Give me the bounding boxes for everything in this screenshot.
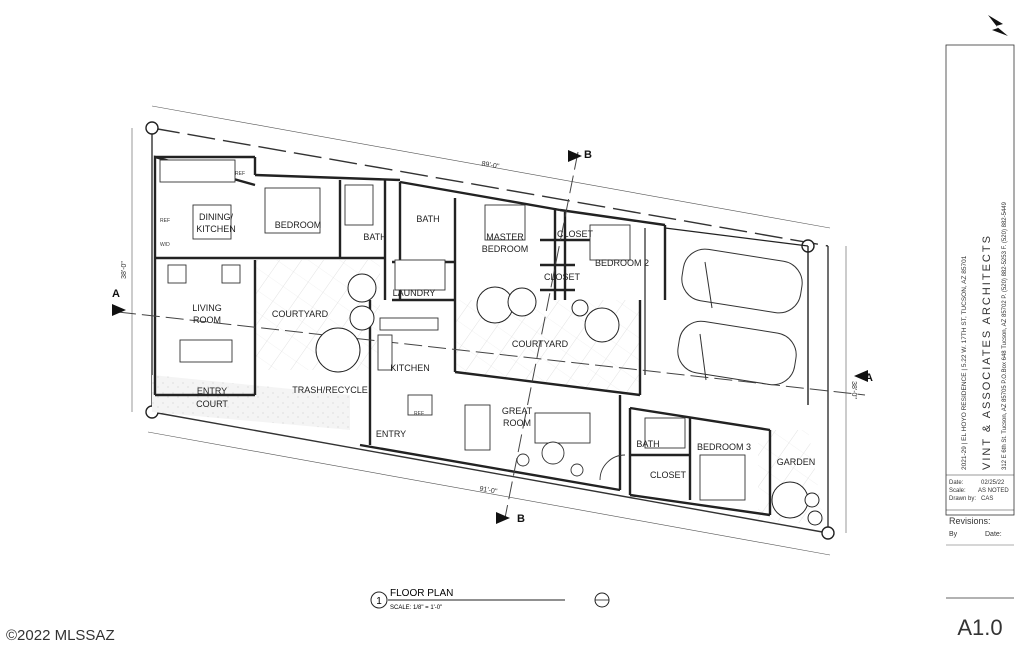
fixture-ref-3: REF [414, 411, 424, 417]
section-a-right: A [865, 372, 873, 384]
title-block-project: 2021-29 | EL HOYO RESIDENCE | 5.22 W. 17… [961, 255, 968, 470]
revisions-by-label: By [949, 531, 958, 538]
drawn-by-value: CAS [981, 496, 993, 502]
room-living-line2: ROOM [193, 315, 221, 325]
room-bath-north: BATH [416, 214, 439, 224]
room-kitchen: KITCHEN [390, 363, 430, 373]
room-closet-south: CLOSET [650, 470, 687, 480]
room-closet-a: CLOSET [557, 229, 594, 239]
room-entry-court-line1: ENTRY [197, 386, 227, 396]
room-entry: ENTRY [376, 429, 406, 439]
room-labels: DINING/ KITCHEN BEDROOM BATH BATH MASTER… [192, 212, 815, 480]
dimension-right: 38'-0" [850, 381, 857, 399]
room-dining-kitchen-line1: DINING/ [199, 212, 234, 222]
fixture-wd: W/D [160, 242, 170, 248]
section-b-bottom: B [517, 513, 525, 525]
room-courtyard-east: COURTYARD [512, 339, 569, 349]
scale-value: AS NOTED [978, 488, 1009, 494]
cars [677, 248, 803, 386]
room-bath-west: BATH [363, 232, 386, 242]
section-b-top: B [584, 149, 592, 161]
room-bedroom3: BEDROOM 3 [697, 442, 751, 452]
property-line [151, 127, 829, 534]
drawing-title-text: FLOOR PLAN [390, 588, 453, 599]
title-block-address: 312 E 6th St. Tucson, AZ 85705 P.O.Box 6… [1002, 201, 1008, 470]
room-master-line1: MASTER [486, 232, 524, 242]
room-great-line2: ROOM [503, 418, 531, 428]
fixture-ref-2: REF [160, 218, 170, 224]
revisions-label: Revisions: [949, 516, 991, 526]
room-trash-recycle: TRASH/RECYCLE [292, 385, 368, 395]
drawn-by-label: Drawn by: [949, 496, 976, 502]
dimension-bottom: 91'-0" [479, 486, 498, 496]
fixture-ref-1: REF [235, 171, 245, 177]
drawing-title: 1 FLOOR PLAN SCALE: 1/8" = 1'-0" [370, 588, 610, 611]
room-great-line1: GREAT [502, 406, 533, 416]
room-dining-kitchen-line2: KITCHEN [196, 224, 236, 234]
revisions-date-label: Date: [985, 531, 1002, 538]
dimension-lines [131, 105, 847, 556]
section-cut-lines [117, 151, 866, 519]
walls [153, 155, 809, 517]
title-block [945, 15, 1015, 599]
sheet-number: A1.0 [957, 615, 1002, 640]
room-master-line2: BEDROOM [482, 244, 529, 254]
room-closet-b: CLOSET [544, 272, 581, 282]
landscape-trees [315, 273, 823, 526]
room-entry-court-line2: COURT [196, 399, 228, 409]
room-laundry: LAUNDRY [393, 288, 436, 298]
room-living-line1: LIVING [192, 303, 222, 313]
drawing-number: 1 [376, 596, 382, 607]
title-block-firm: VINT & ASSOCIATES ARCHITECTS [981, 234, 993, 470]
room-bedroom: BEDROOM [275, 220, 322, 230]
section-marks [112, 150, 868, 524]
firm-logo-icon [988, 15, 1008, 36]
dimension-top: 89'-0" [481, 161, 500, 171]
mls-watermark: ©2022 MLSSAZ [6, 627, 115, 644]
room-bath-south: BATH [636, 439, 659, 449]
date-value: 02/25/22 [981, 480, 1005, 486]
drawing-scale: SCALE: 1/8" = 1'-0" [390, 605, 442, 611]
section-a-left: A [112, 288, 120, 300]
room-bedroom2: BEDROOM 2 [595, 258, 649, 268]
dimension-left: 38'-0" [121, 261, 128, 279]
furniture [159, 159, 746, 501]
date-label: Date: [949, 480, 964, 486]
room-garden: GARDEN [777, 457, 816, 467]
scale-label: Scale: [949, 488, 966, 494]
room-courtyard-west: COURTYARD [272, 309, 329, 319]
